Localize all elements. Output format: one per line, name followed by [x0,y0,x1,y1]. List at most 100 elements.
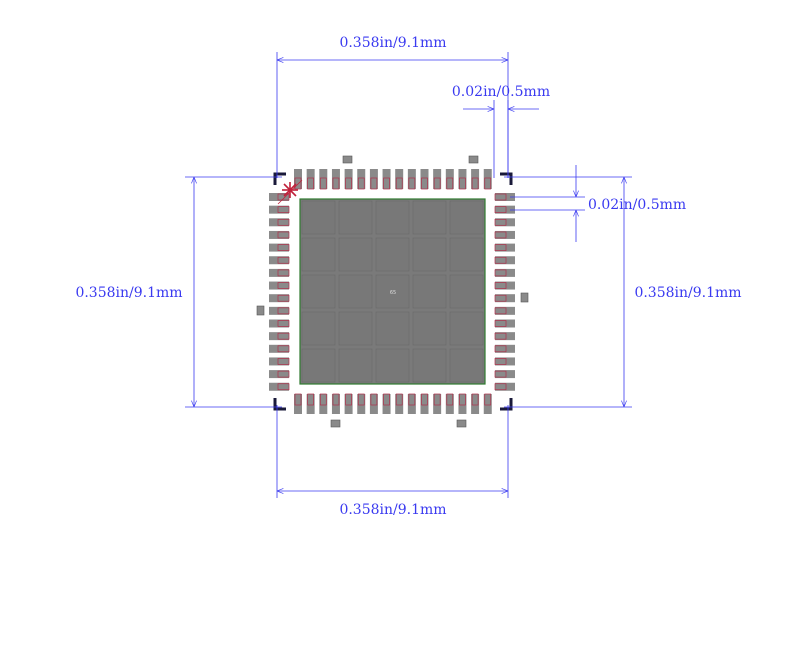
pin-pad-top [382,169,391,189]
pin-pad-top [420,169,429,189]
thermal-pad-cell [375,200,410,235]
thermal-pad-cell [412,237,447,272]
thermal-pad-cell [301,348,336,383]
pin-pad-right [495,205,515,214]
pin-pad-right [495,218,515,227]
pin-pad-right-outline [494,383,507,391]
pin-pad-right [495,268,515,277]
pin-pad-bottom [471,394,480,414]
thermal-pad-cell [449,348,484,383]
pin-pad-left [269,205,289,214]
pin-pad-left [269,357,289,366]
pin-pad-bottom-outline [484,393,492,406]
courtyard-corners [273,172,513,411]
pin-pad-right [495,281,515,290]
pin-pad-bottom [483,394,492,414]
pin-pad-left-outline [277,320,290,327]
right-height-label: 0.358in/9.1mm [634,285,741,301]
pin-pad-left-outline [277,294,290,302]
left-height-label: 0.358in/9.1mm [75,285,182,301]
pin-pad-top [433,169,442,189]
pin-pad-right [495,193,515,201]
pin-pad-left [269,268,289,277]
pin-pad-bottom-outline [345,393,352,406]
pin-pad-left [269,230,289,239]
pin-pad-bottom-outline [395,393,403,406]
pin-pad-left [269,344,289,353]
pin-pad-left-outline [277,370,290,378]
thermal-pad-cell [301,311,336,346]
pin-pad-top-outline [433,177,441,190]
pin-pad-top-outline [446,177,454,190]
pin-pad-left [269,306,289,315]
pin-pad-right-outline [494,231,507,239]
pin-pad-right [495,357,515,366]
pin-pad-right [495,294,515,303]
pin-pad-top-outline [395,177,403,190]
thermal-pad-cell [375,237,410,272]
pin1-marker-icon [277,179,303,205]
pin-pad-right [495,332,515,341]
thermal-pad-cell [412,274,447,309]
pin-pad-right-outline [494,307,507,315]
pin-pad-top-outline [370,177,378,190]
pin-pad-top-outline [332,177,340,190]
pin-pad-bottom [357,394,366,414]
thermal-pad-cell [375,348,410,383]
pin-pad-bottom [382,394,391,414]
pin-pad-right-outline [494,244,507,251]
pin-pad-right-outline [494,358,507,365]
pin-pad-bottom [344,394,353,414]
thermal-pad-cell [301,237,336,272]
pin-pad-bottom [331,394,340,414]
dimension-lines [185,52,632,498]
pin-pad-bottom-outline [332,393,340,406]
thermal-pad [299,198,486,385]
pin-pad-left-outline [277,282,290,289]
pin-pad-bottom [407,394,416,414]
pin-pad-left [269,193,289,201]
thermal-pad-cell [412,311,447,346]
pin-pad-top [306,169,315,189]
thermal-pad-cell [412,348,447,383]
pin-pad-right [495,230,515,239]
pin-pad-bottom-outline [370,393,378,406]
pin-pad-left [269,332,289,341]
pin-pad-bottom-outline [357,393,365,406]
pin-pad-bottom [306,394,315,414]
pin-pad-left-outline [277,218,290,226]
pin-pad-right-outline [494,282,507,289]
thermal-pad-cell [301,200,336,235]
thermal-pad-cell [412,200,447,235]
pin-pad-left-outline [277,383,290,391]
thermal-pad-cell [375,311,410,346]
pin-pad-left-outline [277,269,290,277]
pin-pad-top [369,169,378,189]
pin-pad-left [269,243,289,252]
pin-pad-left-outline [277,256,290,264]
pin-pad-top [357,169,366,189]
pin-pad-left-outline [277,332,290,340]
pin-pad-bottom-outline [294,393,302,406]
pin-pad-bottom-outline [307,393,314,406]
pin-pad-top-outline [294,177,302,190]
pin-pad-left-outline [277,307,290,315]
pin-pad-top-outline [345,177,352,190]
thermal-pad-cell [338,237,373,272]
pin-pad-right-outline [494,320,507,327]
pin-pad-left-outline [277,231,290,239]
bottom-width-label: 0.358in/9.1mm [339,502,446,518]
thermal-pad-cell [449,311,484,346]
pin-pad-top [407,169,416,189]
pin-pad-left [269,319,289,328]
top-width-label: 0.358in/9.1mm [339,35,446,51]
pin-pad-right-outline [494,332,507,340]
thermal-pad-cell [338,274,373,309]
pin-pad-left [269,218,289,227]
thermal-pad-cell [449,274,484,309]
pin-pad-top-outline [408,177,416,190]
thermal-pad-cell [375,274,410,309]
pin-pad-bottom-outline [408,393,416,406]
pin-pad-bottom [458,394,467,414]
